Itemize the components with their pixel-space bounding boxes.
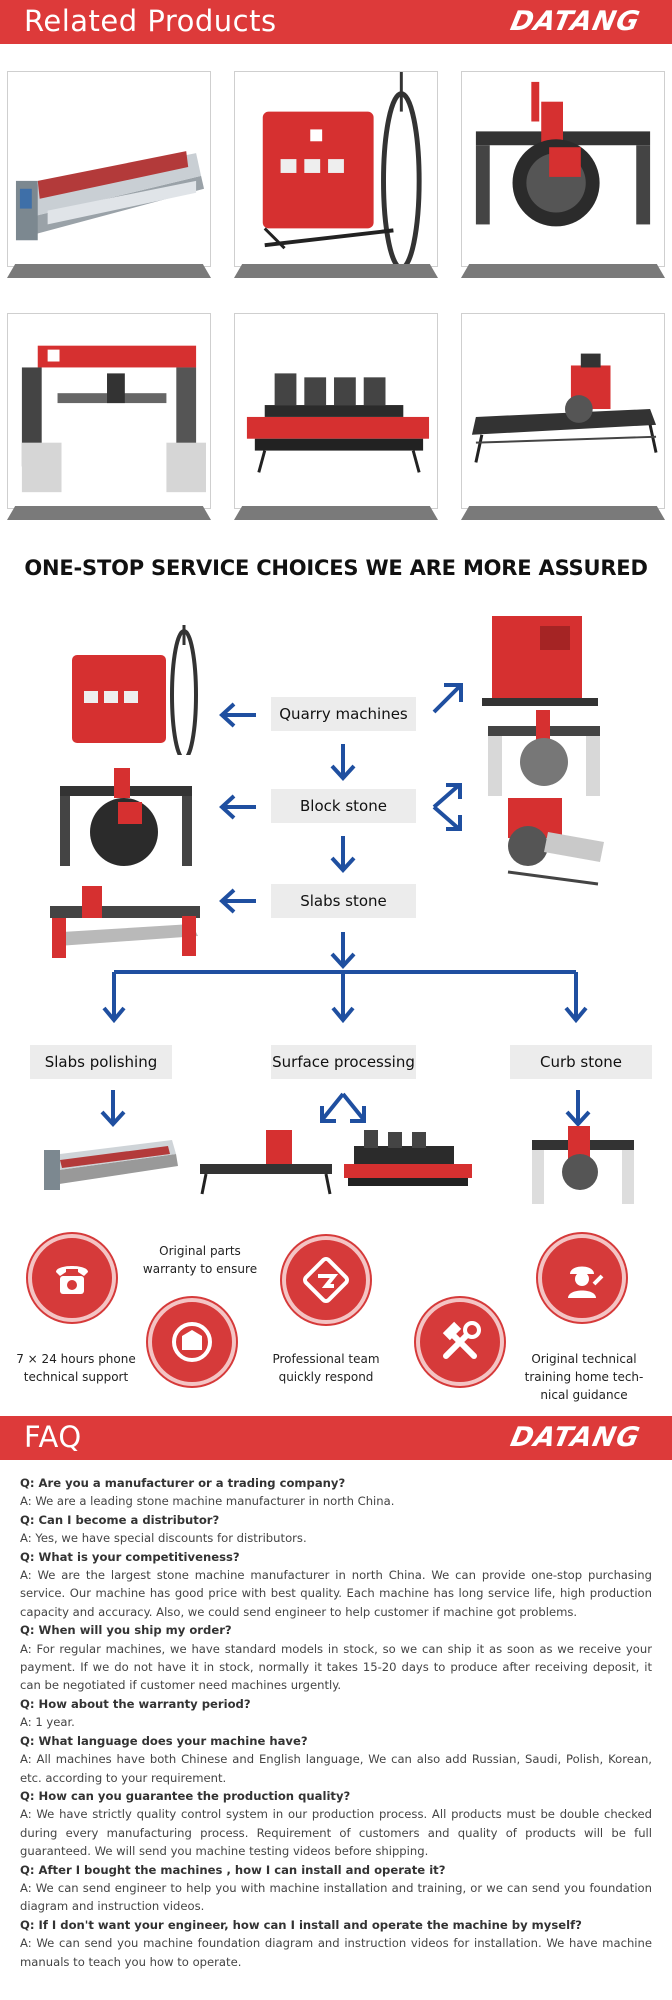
phone-support-badge <box>28 1234 116 1322</box>
split-down-arrows-icon <box>320 1092 366 1123</box>
product-card-5[interactable] <box>234 313 438 520</box>
product-card-1[interactable] <box>7 71 211 278</box>
faq-answer: A: 1 year. <box>20 1715 75 1730</box>
team-shield-icon <box>303 1257 349 1303</box>
faq-list: Q: Are you a manufacturer or a trading c… <box>20 1474 652 1971</box>
faq-question: Q: After I bought the machines , how I c… <box>20 1862 446 1877</box>
engineer-icon <box>568 1266 604 1298</box>
original-parts-badge <box>148 1298 236 1386</box>
split-arrows-icon <box>432 783 462 831</box>
slab-cutting-machine-image <box>471 353 658 463</box>
product-card-4[interactable] <box>7 313 211 520</box>
original-parts-text: Original parts warranty to ensure <box>142 1244 258 1276</box>
bridge-saw-illustration <box>50 886 200 958</box>
faq-item: Q: When will you ship my order? A: For re… <box>20 1621 652 1695</box>
faq-question: Q: What is your competitiveness? <box>20 1549 240 1564</box>
gantry-cutter-illustration <box>488 710 600 796</box>
block-stone-label: Block stone <box>271 789 416 823</box>
faq-item: Q: Are you a manufacturer or a trading c… <box>20 1474 652 1511</box>
branch-connector <box>102 970 588 1024</box>
arrow-down-icon <box>565 1090 591 1127</box>
surface-processing-label: Surface processing <box>271 1045 416 1079</box>
card-base <box>7 264 211 278</box>
faq-item: Q: How about the warranty period? A: 1 ye… <box>20 1695 652 1732</box>
bridge-cutter-machine-image <box>21 345 206 493</box>
tools-badge <box>416 1298 504 1386</box>
faq-answer: A: Yes, we have special discounts for di… <box>20 1531 307 1546</box>
faq-item: Q: How can you guarantee the production … <box>20 1787 652 1861</box>
bridge-polishing-machine-image <box>15 151 205 241</box>
faq-question: Q: Are you a manufacturer or a trading c… <box>20 1476 346 1490</box>
arrow-down-icon <box>100 1090 126 1127</box>
faq-question: Q: When will you ship my order? <box>20 1623 232 1638</box>
card-base <box>234 264 438 278</box>
faq-banner: FAQ DATANG <box>0 1416 672 1460</box>
faq-answer: A: We have strictly quality control syst… <box>20 1807 652 1859</box>
faq-item: Q: After I bought the machines , how I c… <box>20 1861 652 1916</box>
card-base <box>461 506 665 520</box>
faq-answer: A: All machines have both Chinese and En… <box>20 1752 652 1785</box>
edge-polisher-illustration <box>344 1130 472 1186</box>
faq-question: Q: How about the warranty period? <box>20 1696 251 1711</box>
phone-support-text: 7 × 24 hours phone technical support <box>16 1352 136 1384</box>
curb-stone-label: Curb stone <box>510 1045 652 1079</box>
professional-team-text: Professional team quickly respond <box>272 1352 380 1384</box>
card-base <box>7 506 211 520</box>
faq-answer: A: We can send engineer to help you with… <box>20 1880 652 1914</box>
arrow-up-right-icon <box>432 683 463 714</box>
card-base <box>461 264 665 278</box>
faq-question: Q: Can I become a distributor? <box>20 1512 220 1527</box>
professional-team-badge <box>282 1236 370 1324</box>
slabs-stone-label: Slabs stone <box>271 884 416 918</box>
product-card-2[interactable] <box>234 71 438 278</box>
cutting-table-illustration <box>200 1130 332 1195</box>
faq-question: Q: How can you guarantee the production … <box>20 1788 351 1803</box>
faq-item: Q: What is your competitiveness? A: We ar… <box>20 1548 652 1622</box>
related-products-banner: Related Products DATANG <box>0 0 672 44</box>
block-cutting-machine-image <box>475 81 651 227</box>
related-products-title: Related Products <box>24 4 277 38</box>
faq-answer: A: We are the largest stone machine manu… <box>20 1568 652 1619</box>
product-card-3[interactable] <box>461 71 665 278</box>
slabs-polishing-label: Slabs polishing <box>30 1045 172 1079</box>
phone-icon <box>56 1266 88 1294</box>
arrow-down-icon <box>330 836 356 873</box>
wrench-hammer-icon <box>442 1321 481 1359</box>
wire-saw-illustration <box>72 625 198 755</box>
arrow-left-icon <box>219 702 256 728</box>
datang-logo: DATANG <box>508 1422 644 1453</box>
faq-item: Q: If I don't want your engineer, how ca… <box>20 1916 652 1971</box>
product-card-6[interactable] <box>461 313 665 520</box>
faq-answer: A: For regular machines, we have standar… <box>20 1641 652 1693</box>
faq-question: Q: If I don't want your engineer, how ca… <box>20 1917 582 1932</box>
arrow-down-icon <box>330 932 356 969</box>
faq-item: Q: What language does your machine have?… <box>20 1732 652 1787</box>
multi-blade-cutter-illustration <box>482 616 598 706</box>
parts-box-icon <box>172 1322 212 1362</box>
datang-logo: DATANG <box>508 6 644 37</box>
card-base <box>234 506 438 520</box>
technical-training-badge <box>538 1234 626 1322</box>
block-cutter-illustration <box>60 768 192 866</box>
wire-saw-machine-image <box>262 72 422 266</box>
arrow-left-icon <box>219 794 256 820</box>
arrow-down-icon <box>330 744 356 781</box>
faq-title: FAQ <box>24 1420 82 1454</box>
faq-question: Q: What language does your machine have? <box>20 1733 308 1748</box>
faq-answer: A: We can send you machine foundation di… <box>20 1936 652 1969</box>
arrow-left-icon <box>219 888 256 914</box>
faq-answer: A: We are a leading stone machine manufa… <box>20 1494 395 1509</box>
block-saw-illustration <box>507 798 604 886</box>
service-title: ONE-STOP SERVICE CHOICES WE ARE MORE ASS… <box>24 556 648 580</box>
polishing-line-illustration <box>44 1140 178 1190</box>
technical-training-text: Original technical training home tech- n… <box>524 1352 644 1402</box>
quarry-machines-label: Quarry machines <box>271 697 416 731</box>
faq-item: Q: Can I become a distributor? A: Yes, we… <box>20 1511 652 1548</box>
edge-polishing-machine-image <box>246 373 430 473</box>
curb-cutter-illustration <box>532 1126 634 1204</box>
